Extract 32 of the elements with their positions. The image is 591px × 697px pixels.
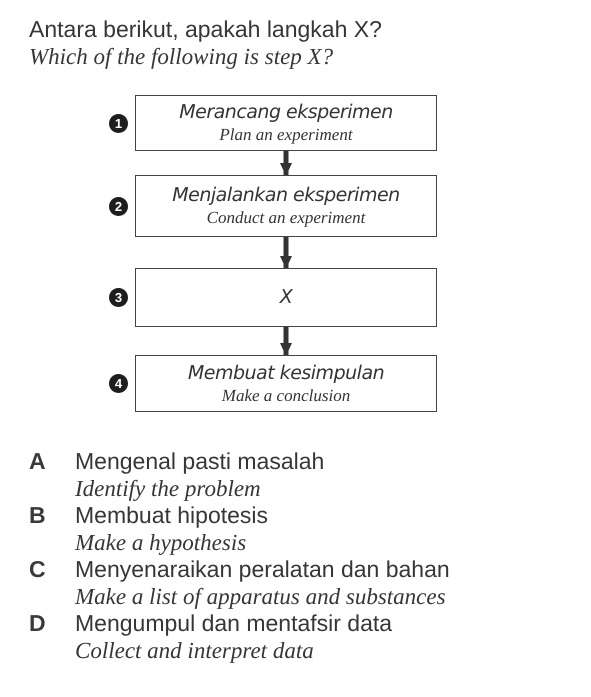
step-title: X: [280, 286, 292, 309]
step-translation: Make a conclusion: [222, 384, 350, 406]
option-translation: Make a hypothesis: [75, 529, 248, 556]
process-box: [135, 175, 437, 237]
option-translation: Identify the problem: [75, 475, 262, 502]
question-translation: Which of the following is step X?: [29, 43, 334, 70]
step-translation: Conduct an experiment: [206, 207, 366, 228]
option-letter: B: [29, 502, 47, 530]
option-text: Mengumpul dan mentafsir data: [75, 610, 392, 637]
process-box: [135, 95, 437, 151]
step-number: 2: [109, 197, 128, 216]
step-number: 3: [109, 288, 128, 307]
step-translation: Plan an experiment: [219, 124, 353, 145]
option-letter: C: [29, 556, 47, 584]
option-translation: Make a list of apparatus and substances: [75, 583, 447, 610]
option-translation: Collect and interpret data: [75, 637, 315, 664]
arrow: [280, 237, 292, 269]
step-title: Menjalankan eksperimen: [172, 184, 400, 207]
arrow: [280, 151, 292, 176]
step-number: 4: [109, 374, 128, 393]
option-text: Membuat hipotesis: [75, 502, 268, 529]
option-letter: A: [29, 448, 47, 476]
option-text: Menyenaraikan peralatan dan bahan: [75, 556, 450, 583]
option-text: Mengenal pasti masalah: [75, 448, 324, 475]
process-box: [135, 355, 437, 412]
option-letter: D: [29, 610, 47, 638]
step-title: Membuat kesimpulan: [188, 362, 384, 384]
step-number: 1: [109, 114, 128, 133]
step-title: Merancang eksperimen: [179, 101, 393, 124]
question-text: Antara berikut, apakah langkah X?: [29, 16, 382, 43]
arrow: [280, 327, 292, 356]
process-box: [135, 268, 437, 327]
